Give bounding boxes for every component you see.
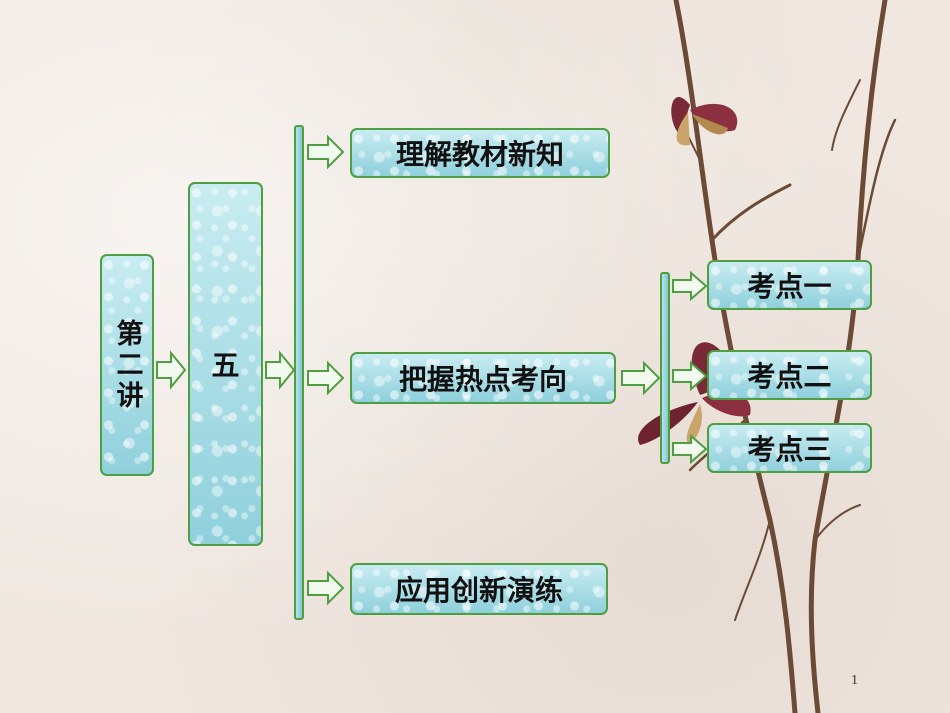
branch-box-practice: 应用创新演练 <box>350 563 608 615</box>
point-box-1: 考点一 <box>707 260 872 310</box>
section-label: 五 <box>211 349 240 382</box>
branch-box-understand: 理解教材新知 <box>350 128 610 178</box>
branch-label: 把握热点考向 <box>398 363 567 396</box>
arrow-right-icon <box>307 360 345 396</box>
branch-box-hotspot: 把握热点考向 <box>350 352 616 404</box>
lecture-box: 第二讲 <box>100 254 154 476</box>
arrow-right-icon <box>621 360 661 396</box>
arrow-right-icon <box>672 433 708 465</box>
arrow-right-icon <box>307 570 345 606</box>
point-label: 考点二 <box>747 360 832 393</box>
lecture-label: 第二讲 <box>111 318 143 412</box>
point-label: 考点一 <box>747 270 832 303</box>
arrow-right-icon <box>265 350 296 390</box>
arrow-right-icon <box>672 270 708 302</box>
page-number: 1 <box>851 673 858 688</box>
arrow-right-icon <box>672 360 708 392</box>
point-label: 考点三 <box>747 433 832 466</box>
butterfly-top <box>671 96 738 146</box>
arrow-right-icon <box>307 134 345 170</box>
bracket-bar <box>294 125 304 620</box>
point-box-2: 考点二 <box>707 350 872 400</box>
bracket-bar <box>660 272 670 464</box>
section-box: 五 <box>188 182 263 546</box>
arrow-right-icon <box>156 350 187 390</box>
branch-label: 理解教材新知 <box>395 138 564 171</box>
point-box-3: 考点三 <box>707 423 872 473</box>
branch-label: 应用创新演练 <box>394 574 563 607</box>
